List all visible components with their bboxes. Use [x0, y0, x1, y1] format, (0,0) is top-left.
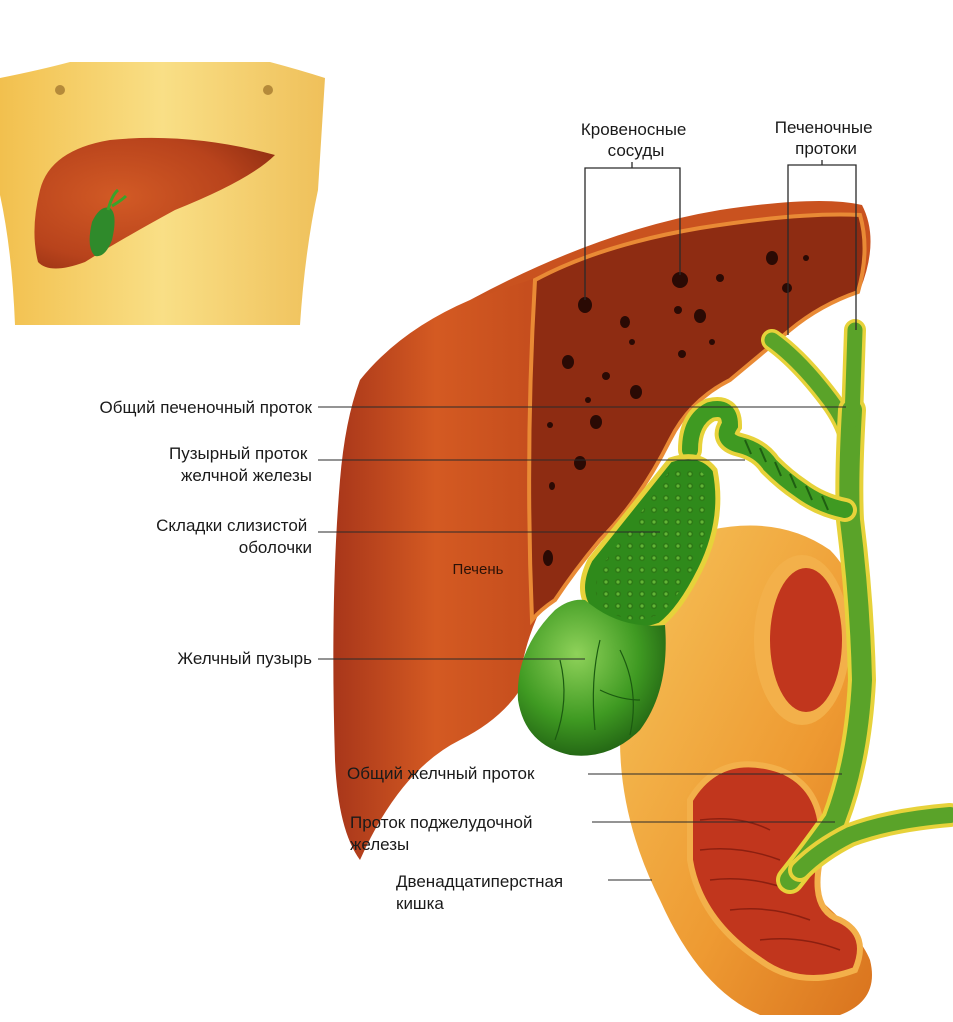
- label-mucosal-folds: Складки слизистой оболочки: [156, 516, 312, 557]
- label-common-bile-duct: Общий желчный проток: [347, 764, 535, 783]
- cystic-duct-core: [682, 401, 853, 518]
- label-hepatic-ducts: Печеночные протоки: [775, 118, 878, 158]
- gallbladder-vessels: [554, 639, 641, 741]
- gallbladder-mucosal-folds: [595, 467, 710, 620]
- label-gallbladder: Желчный пузырь: [177, 649, 312, 668]
- label-pancreatic-duct: Проток поджелудочной железы: [350, 813, 537, 854]
- nipple-right: [263, 85, 273, 95]
- bracket-blood-vessels: [584, 162, 681, 300]
- duodenum-lumen-upper-inner: [770, 568, 842, 712]
- nipple-left: [55, 85, 65, 95]
- duodenum-lumen-lower: [687, 761, 863, 981]
- label-blood-vessels: Кровеносные сосуды: [581, 120, 691, 160]
- left-hepatic-duct-core: [844, 322, 863, 428]
- label-common-hepatic-duct: Общий печеночный проток: [100, 398, 313, 417]
- liver-front: [333, 270, 560, 860]
- bracket-hepatic-ducts: [787, 160, 857, 335]
- gallbladder-body: [517, 599, 666, 756]
- label-liver: Печень: [453, 561, 504, 578]
- blood-vessel-openings: [543, 251, 809, 566]
- label-duodenum: Двенадцатиперстная кишка: [396, 872, 568, 913]
- common-duct-core: [780, 400, 873, 890]
- inset-gallbladder: [89, 207, 115, 257]
- cystic-duct-spiral: [744, 439, 829, 511]
- pancreatic-duct-core: [792, 807, 953, 878]
- liver-cut-surface: [527, 212, 867, 626]
- torso-inset: [0, 62, 325, 325]
- label-cystic-duct: Пузырный проток желчной железы: [169, 444, 312, 485]
- inset-bile-duct: [106, 188, 128, 211]
